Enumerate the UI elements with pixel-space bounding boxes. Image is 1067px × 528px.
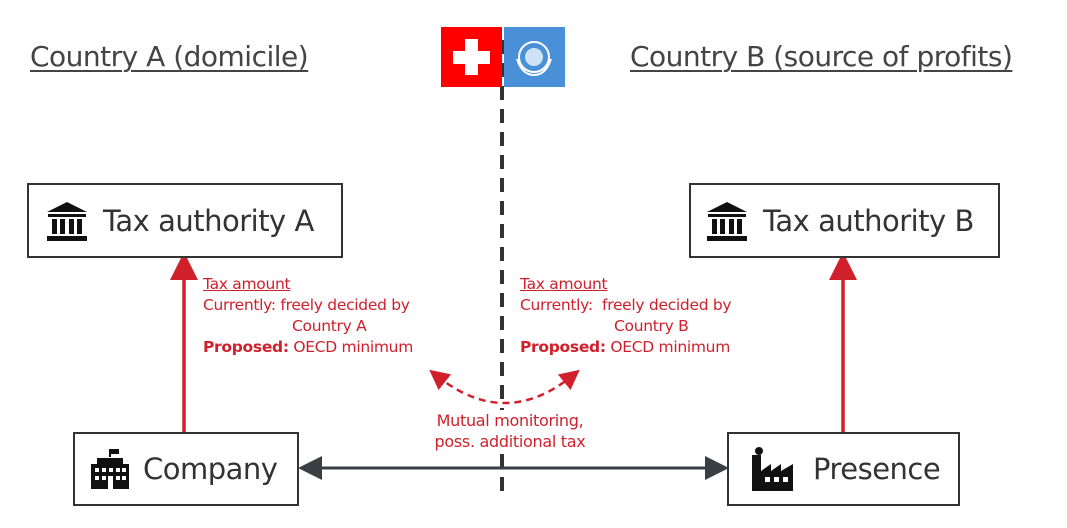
- presence-label: Presence: [813, 452, 941, 486]
- factory-icon: [752, 447, 793, 491]
- office-building-icon: [91, 449, 129, 489]
- currently-text-country: Country A: [292, 317, 367, 335]
- tax-note-right: Tax amount Currently: freely decided by …: [520, 274, 732, 358]
- mutual-monitoring-line2: poss. additional tax: [434, 432, 586, 451]
- mutual-monitoring-line1: Mutual monitoring,: [436, 411, 584, 430]
- proposed-text: OECD minimum: [288, 338, 413, 356]
- company-label: Company: [143, 452, 278, 486]
- mutual-monitoring-note: Mutual monitoring, poss. additional tax: [412, 410, 608, 452]
- heading-country-b: Country B (source of profits): [630, 40, 1013, 73]
- tax-authority-b-box: Tax authority B: [689, 183, 1000, 258]
- bank-icon: [47, 201, 87, 241]
- currently-label: Currently:: [520, 296, 593, 314]
- un-flag-icon: [504, 27, 565, 87]
- currently-text: freely decided by: [592, 296, 732, 314]
- bank-icon: [707, 201, 747, 241]
- tax-note-left-title: Tax amount: [203, 275, 291, 293]
- heading-country-a: Country A (domicile): [30, 40, 309, 73]
- tax-authority-a-label: Tax authority A: [103, 203, 314, 238]
- presence-box: Presence: [727, 432, 960, 506]
- tax-authority-b-label: Tax authority B: [763, 203, 974, 238]
- proposed-text: OECD minimum: [605, 338, 730, 356]
- currently-text: freely decided by: [275, 296, 410, 314]
- company-box: Company: [73, 432, 299, 506]
- proposed-label: Proposed:: [203, 338, 289, 356]
- tax-note-left: Tax amount Currently: freely decided by …: [203, 274, 413, 358]
- currently-label: Currently:: [203, 296, 276, 314]
- proposed-label: Proposed:: [520, 338, 606, 356]
- tax-note-right-title: Tax amount: [520, 275, 608, 293]
- currently-text-country: Country B: [614, 317, 689, 335]
- mutual-monitoring-arrow: [429, 369, 580, 405]
- tax-authority-a-box: Tax authority A: [27, 183, 343, 258]
- swiss-flag-icon: [441, 27, 502, 87]
